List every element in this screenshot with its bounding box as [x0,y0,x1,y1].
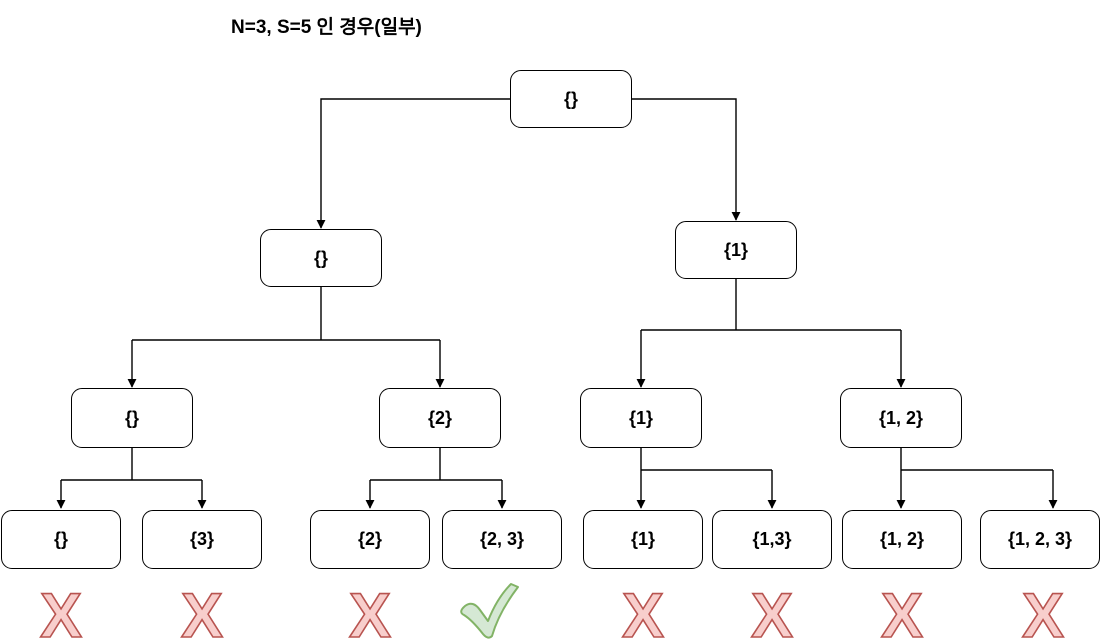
x-mark: X [181,581,223,641]
edge-l2-right-split [641,279,901,331]
edge-root-to-l2-right [632,98,741,221]
tree-node-l3-3: {1, 2} [840,388,962,448]
node-label: {} [53,529,68,549]
node-label: {} [313,247,328,268]
tree-leaf-5: {1,3} [712,510,832,569]
node-label: {1, 2} [879,529,925,549]
tree-leaf-6: {1, 2} [842,510,962,569]
tree-node-l3-1: {2} [379,388,501,448]
x-mark: X [751,581,793,641]
tree-leaf-4: {1} [583,510,703,569]
edge-l2-left-split [132,287,440,341]
tree-leaf-3: {2, 3} [442,510,562,569]
node-label: {1, 2} [878,407,924,428]
tree-leaf-0: {} [1,510,121,569]
tree-leaf-2: {2} [310,510,430,569]
node-label: {1} [723,239,749,260]
edge-l3-0-split [61,448,202,481]
tree-leaf-1: {3} [142,510,262,569]
node-label: {} [563,88,578,109]
tree-node-l2-1: {1} [675,221,797,279]
edge-l3-1-split [370,448,502,481]
edge-l3-3-split [900,448,1053,471]
x-mark: X [40,581,82,641]
node-label: {3} [189,529,215,549]
check-mark-icon [460,583,519,639]
x-mark: X [622,581,664,641]
edge-root-to-l2-left [316,98,510,229]
diagram-title: N=3, S=5 인 경우(일부) [231,17,422,38]
node-label: {2} [427,407,453,428]
node-label: {1} [630,529,656,549]
node-label: {1} [628,407,654,428]
node-label: {1,3} [752,529,792,549]
tree-leaf-7: {1, 2, 3} [980,510,1100,569]
x-mark: X [1022,581,1064,641]
node-label: {} [124,407,139,428]
tree-node-l3-2: {1} [580,388,702,448]
x-mark: X [881,581,923,641]
tree-node-l3-0: {} [71,388,193,448]
node-label: {2} [357,529,383,549]
node-label: {1, 2, 3} [1007,529,1073,549]
tree-node-l2-0: {} [260,229,382,287]
edge-l3-2-split [640,448,772,471]
tree-node-root: {} [510,70,632,128]
node-label: {2, 3} [479,529,525,549]
x-mark: X [349,581,391,641]
